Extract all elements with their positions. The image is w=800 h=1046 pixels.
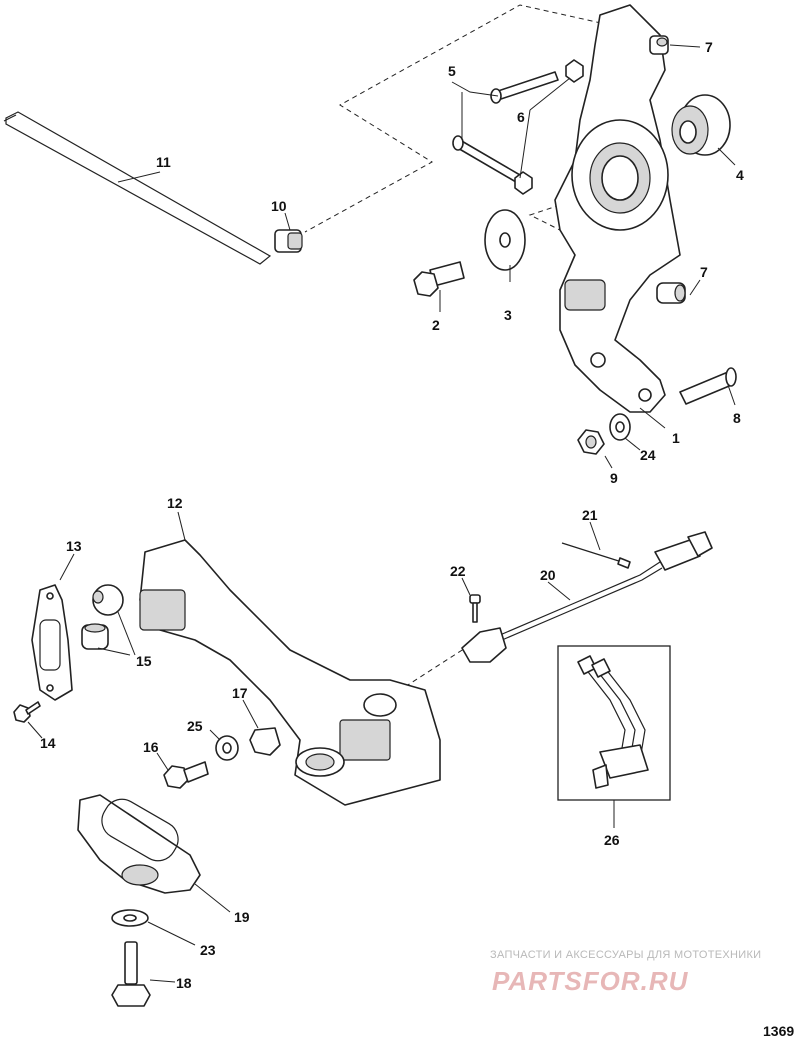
callout-2: 2 — [432, 317, 440, 333]
part-2-bolt — [413, 261, 465, 297]
callout-9: 9 — [610, 470, 618, 486]
callout-6: 6 — [517, 109, 525, 125]
part-15-bushings — [81, 584, 124, 650]
callout-23: 23 — [200, 942, 216, 958]
part-1-bracket — [554, 4, 681, 413]
callout-25: 25 — [187, 718, 203, 734]
callout-19: 19 — [234, 909, 250, 925]
part-24-washer — [609, 413, 631, 441]
callout-13: 13 — [66, 538, 82, 554]
part-23-washer — [111, 909, 149, 927]
callout-15: 15 — [136, 653, 152, 669]
part-17-clamp — [249, 727, 281, 756]
callout-26: 26 — [604, 832, 620, 848]
figure-number: 1369 — [763, 1023, 794, 1039]
part-7-sleeve-top — [649, 35, 669, 55]
part-22-screw — [469, 594, 481, 623]
part-14-screw — [13, 701, 41, 723]
callout-18: 18 — [176, 975, 192, 991]
callout-4: 4 — [736, 167, 744, 183]
part-6-nut-lower — [514, 171, 533, 195]
callout-17: 17 — [232, 685, 248, 701]
watermark-tagline: ЗАПЧАСТИ И АКСЕССУАРЫ ДЛЯ МОТОТЕХНИКИ — [490, 949, 761, 961]
assembly-outline-lower — [399, 644, 471, 691]
part-21-cable-tie — [561, 542, 631, 569]
callout-1: 1 — [672, 430, 680, 446]
part-20-harness — [461, 531, 713, 663]
callout-16: 16 — [143, 739, 159, 755]
part-8-pin — [679, 367, 737, 405]
part-12-bracket — [139, 539, 441, 806]
part-19-mount — [77, 794, 201, 894]
part-25-washer — [215, 735, 239, 761]
callout-20: 20 — [540, 567, 556, 583]
part-10-clip — [274, 229, 303, 253]
callout-8: 8 — [733, 410, 741, 426]
callout-21: 21 — [582, 507, 598, 523]
part-13-plate — [31, 584, 73, 701]
part-9-nut — [577, 429, 605, 455]
leader-lines — [27, 44, 736, 983]
callout-24: 24 — [640, 447, 656, 463]
callout-12: 12 — [167, 495, 183, 511]
part-6-nut-upper — [565, 59, 584, 83]
part-3-washer — [484, 209, 526, 271]
part-5-bolt-upper — [490, 71, 559, 104]
callout-7-lower: 7 — [700, 264, 708, 280]
callout-7-top: 7 — [705, 39, 713, 55]
part-18-bolt — [111, 941, 151, 1007]
part-4-bushing — [671, 94, 731, 156]
part-26-inset — [557, 645, 671, 801]
callout-22: 22 — [450, 563, 466, 579]
part-5-bolt-lower — [452, 135, 521, 183]
callout-3: 3 — [504, 307, 512, 323]
watermark-logo: PARTSFOR.RU — [492, 966, 689, 996]
assembly-outline-upper — [304, 4, 611, 233]
callout-5: 5 — [448, 63, 456, 79]
callout-11: 11 — [156, 154, 171, 170]
callout-10: 10 — [271, 198, 287, 214]
callout-14: 14 — [40, 735, 56, 751]
part-7-sleeve-lower — [656, 282, 686, 304]
part-11-rod — [3, 111, 272, 265]
part-16-bolt — [163, 761, 209, 789]
